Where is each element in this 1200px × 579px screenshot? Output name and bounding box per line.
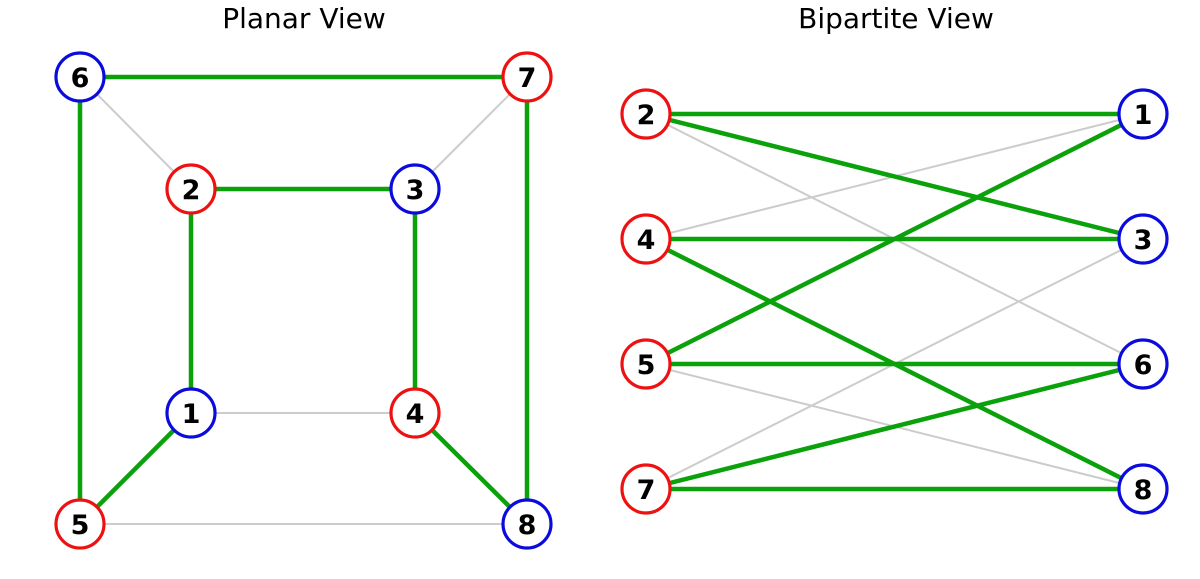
bipartite-node-3: 3 — [1117, 213, 1169, 265]
bipartite-edges — [643, 111, 1146, 492]
bipartite-edge-2-3-matched — [643, 111, 1146, 242]
planar-node-5: 5 — [54, 498, 106, 550]
planar-node-circle-2 — [165, 163, 217, 215]
planar-node-circle-4 — [389, 387, 441, 439]
bipartite-node-1: 1 — [1117, 88, 1169, 140]
bipartite-node-4: 4 — [620, 213, 672, 265]
planar-nodes: 1 2 3 4 5 6 7 8 — [54, 51, 553, 550]
bipartite-edge-6-7-matched — [643, 361, 1146, 492]
planar-node-label-5: 5 — [71, 510, 90, 541]
planar-node-6: 6 — [54, 51, 106, 103]
planar-node-3: 3 — [389, 163, 441, 215]
bipartite-node-label-7: 7 — [637, 475, 656, 506]
bipartite-node-circle-8 — [1117, 463, 1169, 515]
bipartite-node-label-4: 4 — [637, 225, 656, 256]
planar-node-8: 8 — [501, 498, 553, 550]
bipartite-node-label-6: 6 — [1134, 350, 1153, 381]
planar-edge-6-2 — [79, 76, 192, 190]
planar-node-1: 1 — [165, 387, 217, 439]
bipartite-node-circle-4 — [620, 213, 672, 265]
bipartite-view-title: Bipartite View — [798, 2, 994, 35]
bipartite-node-7: 7 — [620, 463, 672, 515]
planar-node-label-2: 2 — [182, 175, 201, 206]
bipartite-node-label-2: 2 — [637, 100, 656, 131]
bipartite-node-circle-3 — [1117, 213, 1169, 265]
bipartite-node-label-5: 5 — [637, 350, 656, 381]
bipartite-edge-1-5-matched — [643, 111, 1146, 367]
planar-view-title: Planar View — [222, 2, 386, 35]
bipartite-node-circle-2 — [620, 88, 672, 140]
planar-node-circle-5 — [54, 498, 106, 550]
planar-node-circle-6 — [54, 51, 106, 103]
planar-edge-7-3 — [414, 76, 528, 190]
planar-node-circle-3 — [389, 163, 441, 215]
planar-node-label-4: 4 — [406, 399, 425, 430]
planar-node-label-6: 6 — [71, 63, 90, 94]
planar-edge-4-8-matched — [412, 410, 530, 527]
bipartite-node-8: 8 — [1117, 463, 1169, 515]
bipartite-node-circle-7 — [620, 463, 672, 515]
bipartite-node-label-3: 3 — [1134, 225, 1153, 256]
planar-node-circle-8 — [501, 498, 553, 550]
planar-node-7: 7 — [501, 51, 553, 103]
bipartite-node-label-1: 1 — [1134, 100, 1153, 131]
planar-node-label-3: 3 — [406, 175, 425, 206]
planar-node-circle-7 — [501, 51, 553, 103]
bipartite-node-circle-5 — [620, 338, 672, 390]
planar-edge-1-5-matched — [77, 410, 194, 527]
bipartite-node-6: 6 — [1117, 338, 1169, 390]
planar-node-4: 4 — [389, 387, 441, 439]
planar-node-circle-1 — [165, 387, 217, 439]
bipartite-node-2: 2 — [620, 88, 672, 140]
bipartite-node-circle-6 — [1117, 338, 1169, 390]
planar-node-2: 2 — [165, 163, 217, 215]
bipartite-node-5: 5 — [620, 338, 672, 390]
planar-edges — [77, 74, 530, 527]
planar-node-label-8: 8 — [518, 510, 537, 541]
planar-node-label-1: 1 — [182, 399, 201, 430]
bipartite-node-label-8: 8 — [1134, 475, 1153, 506]
bipartite-nodes: 2 4 5 7 1 3 6 8 — [620, 88, 1169, 515]
bipartite-edge-4-8-matched — [643, 236, 1146, 492]
bipartite-node-circle-1 — [1117, 88, 1169, 140]
planar-node-label-7: 7 — [518, 63, 537, 94]
